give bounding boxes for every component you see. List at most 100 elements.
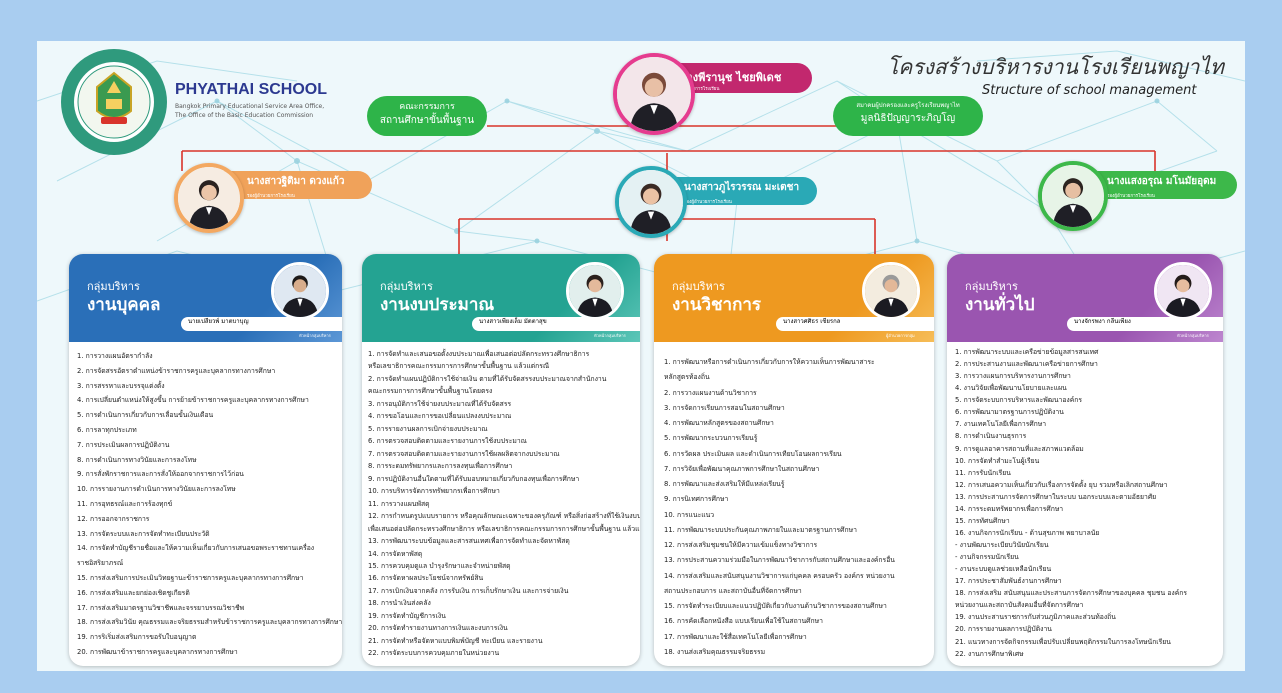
association-box: สมาคมผู้ปกครองและครูโรงเรียนพญาไท มูลนิธ… <box>833 96 983 136</box>
school-office-line-2: The Office of the Basic Education Commis… <box>175 112 314 119</box>
duty-item: 9. การปฏิบัติงานอื่นใดตามที่ได้รับมอบหมา… <box>368 474 580 483</box>
duty-item: 19. งานประสานราชการกับส่วนภูมิภาคและส่วน… <box>955 613 1116 622</box>
duty-item: - งานระบบดูแลช่วยเหลือนักเรียน <box>955 565 1052 574</box>
duty-item: 10. การจัดทำสำมะโนผู้เรียน <box>955 456 1040 465</box>
duty-item: 15. การจัดทำระเบียบและแนวปฏิบัติเกี่ยวกั… <box>664 602 887 610</box>
school-office-line-1: Bangkok Primary Educational Service Area… <box>175 103 325 110</box>
duty-item: เพื่อเสนอต่อปลัดกระทรวงศึกษาธิการ หรือเล… <box>368 524 640 533</box>
duty-item: 12. การเสนอความเห็นเกี่ยวกับเรื่องการจัด… <box>955 480 1168 489</box>
panel-group-label: กลุ่มบริหาร <box>672 280 725 293</box>
duty-item: 15. การควบคุมดูแล บำรุงรักษาและจำหน่ายพั… <box>368 561 511 570</box>
duty-item: 1. การพัฒนาหรือการดำเนินการเกี่ยวกับการใ… <box>664 358 875 366</box>
duty-item: 13. การประสานความร่วมมือในการพัฒนาวิชากา… <box>664 556 895 565</box>
duty-item: หรือเลขาธิการคณะกรรมการการศึกษาขั้นพื้นฐ… <box>368 362 550 371</box>
committee-line-2: สถานศึกษาขั้นพื้นฐาน <box>379 115 475 126</box>
duty-item: 22. การจัดระบบการควบคุมภายในหน่วยงาน <box>368 649 500 658</box>
duty-item: 12. การส่งเสริมชุมชนให้มีความเข้มแข็งทาง… <box>664 541 818 549</box>
duty-item: 10. การบริหารจัดการทรัพยากรเพื่อการศึกษา <box>368 487 500 496</box>
duty-item: 10. การแนะแนว <box>664 510 715 519</box>
duty-item: 21. การจัดทำหรือจัดหาแบบพิมพ์บัญชี ทะเบี… <box>368 636 543 645</box>
panel-head-name: นางจักรพงา กลีนเพียง <box>1067 317 1223 331</box>
panel-group-label: กลุ่มบริหาร <box>87 280 140 293</box>
panel-head-role: หัวหน้ากลุ่มบริหาร <box>1177 333 1209 338</box>
duty-item: 16. การคัดเลือกหนังสือ แบบเรียนเพื่อใช้ใ… <box>664 617 823 626</box>
duty-item: - งานกิจกรรมนักเรียน <box>955 553 1019 562</box>
duty-item: 4. งานวิจัยเพื่อพัฒนานโยบายและแผน <box>955 384 1067 393</box>
panel-title: งานวิชาการ <box>672 295 762 315</box>
duty-item: หน่วยงานและสถาบันสังคมอื่นที่จัดการศึกษา <box>955 601 1084 610</box>
duty-item: 1. การพัฒนาระบบและเครือข่ายข้อมูลสารสนเท… <box>955 348 1099 356</box>
panel-title: งานงบประมาณ <box>380 295 495 315</box>
deputy-3-role: รองผู้อำนวยการโรงเรียน <box>1107 194 1155 199</box>
panel-title: งานทั่วไป <box>965 295 1035 315</box>
panel-general-list: 1. การพัฒนาระบบและเครือข่ายข้อมูลสารสนเท… <box>947 346 1223 660</box>
duty-item: 5. การจัดระบบการบริหารและพัฒนาองค์กร <box>955 396 1083 405</box>
panel-general: กลุ่มบริหาร งานทั่วไป นางจักรพงา กลีนเพี… <box>947 254 1223 666</box>
panel-personnel: กลุ่มบริหาร งานบุคคล นายเปสียวพ์ มาตบาบุ… <box>69 254 342 666</box>
duty-item: 16. การจัดหาผลประโยชน์จากทรัพย์สิน <box>368 574 484 583</box>
duty-item: 21. แนวทางการจัดกิจกรรมเพื่อปรับเปลี่ยนพ… <box>955 637 1171 646</box>
panel-budget-header: กลุ่มบริหาร งานงบประมาณ นางสาวเพียงเล็ม … <box>362 254 640 342</box>
panel-personnel-header: กลุ่มบริหาร งานบุคคล นายเปสียวพ์ มาตบาบุ… <box>69 254 342 342</box>
duty-item: คณะกรรมการการศึกษาขั้นพื้นฐานโดยตรง <box>368 387 493 396</box>
duty-item: 3. การจัดการเรียนการสอนในสถานศึกษา <box>664 403 785 412</box>
duty-item: 20. การพัฒนาข้าราชการครูและบุคลากรทางการ… <box>77 647 238 656</box>
deputy-2-name: นางสาวภูไรวรรณ มะเตชา <box>684 182 800 193</box>
school-name: PHYATHAI SCHOOL <box>175 81 328 98</box>
duty-item: 9. การนิเทศการศึกษา <box>664 495 729 504</box>
duty-item: 19. การริเริ่มส่งเสริมการขอรับใบอนุญาต <box>77 633 197 642</box>
duty-item: 13. การพัฒนาระบบข้อมูลและสารสนเทศเพื่อกา… <box>368 537 570 546</box>
panel-group-label: กลุ่มบริหาร <box>965 280 1018 293</box>
duty-item: หลักสูตรท้องถิ่น <box>664 373 710 382</box>
panel-personnel-list: 1. การวางแผนอัตรากำลัง 2. การจัดสรรอัตราต… <box>69 349 342 660</box>
panel-general-header: กลุ่มบริหาร งานทั่วไป นางจักรพงา กลีนเพี… <box>947 254 1223 342</box>
duty-item: 11. การอุทธรณ์และการร้องทุกข์ <box>77 499 173 508</box>
duty-item: 22. งานการศึกษาพิเศษ <box>955 649 1024 658</box>
deputy-1-role: รองผู้อำนวยการโรงเรียน <box>247 194 295 199</box>
duty-item: 18. งานส่งเสริมคุณธรรมจริยธรรม <box>664 647 766 656</box>
deputy-1-photo <box>174 163 244 233</box>
panel-head-photo <box>862 262 920 320</box>
panel-head-role: หัวหน้ากลุ่มบริหาร <box>299 333 331 338</box>
panel-head-photo <box>1154 262 1212 320</box>
duty-item: 4. การพัฒนาหลักสูตรของสถานศึกษา <box>664 419 774 427</box>
panel-academic-list: 1. การพัฒนาหรือการดำเนินการเกี่ยวกับการใ… <box>654 355 934 660</box>
duty-item: 13. การจัดระบบและการจัดทำทะเบียนประวัติ <box>77 529 210 538</box>
duty-item: 9. การดูแลอาคารสถานที่และสภาพแวดล้อม <box>955 444 1084 453</box>
duty-item: 5. การพัฒนากระบวนการเรียนรู้ <box>664 434 758 443</box>
duty-item: 2. การจัดทำแผนปฏิบัติการใช้จ่ายเงิน ตามท… <box>368 374 607 383</box>
panel-head-photo <box>271 262 329 320</box>
panel-academic-header: กลุ่มบริหาร งานวิชาการ นางสาวศศิธร เชียร… <box>654 254 934 342</box>
panel-head-photo <box>566 262 624 320</box>
duty-item: 17. การพัฒนาและใช้สื่อเทคโนโลยีเพื่อการศ… <box>664 632 807 641</box>
deputy-2-photo <box>615 166 687 238</box>
duty-item: 6. การวัดผล ประเมินผล และดำเนินการเทียบโ… <box>664 449 842 458</box>
duty-item: 8. การพัฒนาและส่งเสริมให้มีแหล่งเรียนรู้ <box>664 480 785 488</box>
duty-item: 11. การพัฒนาระบบประกันคุณภาพภายในและมาตร… <box>664 525 857 534</box>
duty-item: 3. การสรรหาและบรรจุแต่งตั้ง <box>77 381 165 390</box>
duty-item: 8. การดำเนินงานธุรการ <box>955 432 1027 441</box>
panel-head-name: นางสาวศศิธร เชียรกล <box>776 317 934 331</box>
panel-budget: กลุ่มบริหาร งานงบประมาณ นางสาวเพียงเล็ม … <box>362 254 640 666</box>
duty-item: 15. การทัศนศึกษา <box>955 516 1010 525</box>
school-emblem-icon <box>61 49 167 155</box>
page-title-thai: โครงสร้างบริหารงานโรงเรียนพญาไท <box>887 55 1224 79</box>
duty-item: 18. การส่งเสริม สนับสนุนและประสานการจัดก… <box>955 589 1188 598</box>
duty-item: 12. การกำหนดรูปแบบรายการ หรือคุณลักษณะเฉ… <box>368 512 640 521</box>
deputy-1-name: นางสาวฐิติมา ดวงแก้ว <box>247 176 345 187</box>
deputy-2-namebar: นางสาวภูไรวรรณ มะเตชา รองผู้อำนวยการโรงเ… <box>667 177 817 205</box>
duty-item: 4. การขอโอนและการขอเปลี่ยนแปลงงบประมาณ <box>368 412 512 421</box>
duty-item: 1. การวางแผนอัตรากำลัง <box>77 352 153 360</box>
duty-item: 2. การประสานงานและพัฒนาเครือข่ายการศึกษา <box>955 360 1098 369</box>
org-chart-frame: PHYATHAI SCHOOL Bangkok Primary Educatio… <box>37 41 1245 671</box>
duty-item: 12. การออกจากราชการ <box>77 514 150 523</box>
duty-item: 2. การจัดสรรอัตราตำแหน่งข้าราชการครูและบ… <box>77 366 276 375</box>
duty-item: 14. การจัดทำบัญชีรายชื่อและให้ความเห็นเก… <box>77 544 315 553</box>
deputy-3-photo <box>1038 161 1108 231</box>
director-name: นางพีรานุช ไชยพิเดช <box>679 71 782 84</box>
committee-box: คณะกรรมการ สถานศึกษาขั้นพื้นฐาน <box>367 96 487 136</box>
duty-item: 9. การสั่งพักราชการและการสั่งให้ออกจากรา… <box>77 470 244 479</box>
duty-item: 17. การเบิกเงินจากคลัง การรับเงิน การเก็… <box>368 586 569 595</box>
director-role: ผู้อำนวยการโรงเรียน <box>679 87 720 92</box>
duty-item: 10. การรายงานการดำเนินการทางวินัยและการล… <box>77 485 236 494</box>
